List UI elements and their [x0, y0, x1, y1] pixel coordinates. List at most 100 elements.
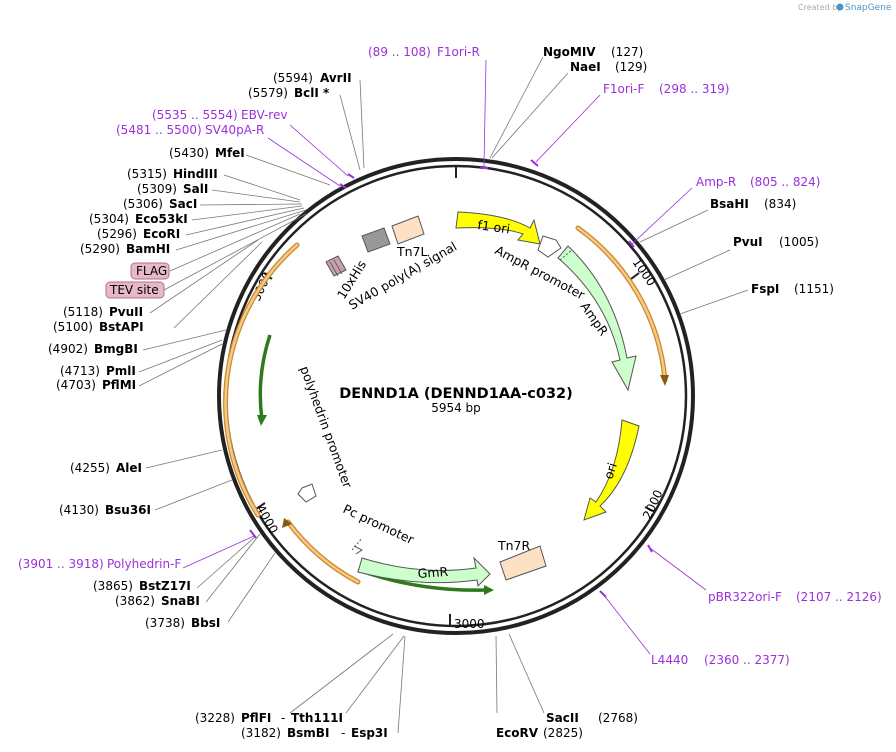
site-pvui-name[interactable]: PvuI [733, 235, 763, 249]
site-sali-name[interactable]: SalI [183, 182, 208, 196]
site-avrii-pos: (5594) [273, 71, 313, 85]
site-bamhi-name[interactable]: BamHI [126, 242, 170, 256]
gmr-label: GmR [417, 564, 449, 581]
polyhedrin-promoter-arrow[interactable] [297, 483, 317, 503]
primer-pbr322ori-f-name[interactable]: pBR322ori-F [708, 590, 782, 604]
site-bsu36i-name[interactable]: Bsu36I [105, 503, 151, 517]
site-snabi-pos: (3862) [115, 594, 155, 608]
primer-l4440-name[interactable]: L4440 [651, 653, 688, 667]
site-alei-pos: (4255) [70, 461, 110, 475]
primer-amp-r-range: (805 .. 824) [750, 175, 820, 189]
primer-pbr322ori-f-range: (2107 .. 2126) [796, 590, 882, 604]
site-alei-name[interactable]: AleI [116, 461, 142, 475]
site-bsahi-pos: (834) [764, 197, 796, 211]
pc-promoter-arrow-icon [353, 545, 363, 555]
primer-f1ori-r-name[interactable]: F1ori-R [437, 45, 480, 59]
site-pflfi-separator: - [281, 711, 285, 725]
primer-leader-lines [182, 59, 707, 655]
site-mfei-name[interactable]: MfeI [215, 146, 245, 160]
site-pflmi-name[interactable]: PflMI [102, 378, 136, 392]
primer-f1ori-f-range: (298 .. 319) [659, 82, 729, 96]
ampr-promoter-arrow[interactable] [537, 235, 562, 258]
site-naei-name[interactable]: NaeI [570, 60, 601, 74]
site-hindiii-pos: (5315) [127, 167, 167, 181]
site-ngomiv-name[interactable]: NgoMIV [543, 45, 596, 59]
site-bstz17i-pos: (3865) [93, 579, 133, 593]
site-bsmbi-name[interactable]: BsmBI [287, 726, 329, 740]
tn7r-label: Tn7R [497, 538, 531, 553]
site-eco53ki-pos: (5304) [89, 212, 129, 226]
his-tag-stripe-1 [329, 261, 339, 277]
site-saci-name[interactable]: SacI [169, 197, 197, 211]
primer-ebv-rev-name[interactable]: EBV-rev [241, 108, 287, 122]
tick-3000: 3000 [454, 617, 485, 631]
site-bstz17i-name[interactable]: BstZ17I [139, 579, 191, 593]
credit-brand: SnapGene [845, 3, 892, 13]
tn7r-box[interactable] [499, 545, 547, 581]
site-esp3i-name[interactable]: Esp3I [351, 726, 388, 740]
leader-lines [138, 56, 749, 734]
sv40-box[interactable] [361, 227, 391, 253]
f1-ori-arrow[interactable] [455, 211, 541, 245]
site-bstapi-name[interactable]: BstAPI [99, 320, 144, 334]
site-sacii-name[interactable]: SacII [546, 711, 579, 725]
primer-sv40pa-r-name[interactable]: SV40pA-R [205, 123, 264, 137]
snapgene-logo-icon [836, 3, 844, 11]
site-hindiii-name[interactable]: HindIII [173, 167, 218, 181]
pc-promoter-marker [351, 537, 363, 551]
site-eco53ki-name[interactable]: Eco53kI [135, 212, 188, 226]
site-ecorv-pos: (2825) [543, 726, 583, 740]
site-tth111i-name[interactable]: Tth111I [291, 711, 343, 725]
site-pmli-name[interactable]: PmlI [106, 364, 136, 378]
site-ecorv-name[interactable]: EcoRV [496, 726, 539, 740]
primer-polyhedrin-f-name[interactable]: Polyhedrin-F [107, 557, 181, 571]
site-mfei-pos: (5430) [169, 146, 209, 160]
ori-label: ori [601, 461, 620, 481]
site-bcli-name[interactable]: BclI * [294, 86, 330, 100]
site-snabi-name[interactable]: SnaBI [161, 594, 200, 608]
site-avrii-name[interactable]: AvrII [320, 71, 352, 85]
ampr-arrow[interactable] [557, 245, 637, 392]
green-arc-left [258, 334, 272, 421]
polyhedrin-promoter-label: polyhedrin promoter [297, 364, 355, 491]
his-tag-stripe-2 [333, 259, 343, 275]
site-bmgbi-pos: (4902) [48, 342, 88, 356]
primer-f1ori-f-name[interactable]: F1ori-F [603, 82, 644, 96]
site-pvui-pos: (1005) [779, 235, 819, 249]
f1-ori-label: f1 ori [477, 217, 511, 236]
pc-promoter-label: Pc promoter [341, 501, 417, 547]
gmr-arrow[interactable] [357, 556, 491, 588]
site-pvuii-name[interactable]: PvuII [109, 305, 143, 319]
primer-polyhedrin-f-range: (3901 .. 3918) [18, 557, 104, 571]
flag-tag-badge[interactable] [130, 262, 170, 280]
ori-arrow[interactable] [583, 419, 640, 521]
site-bbsi-name[interactable]: BbsI [191, 616, 220, 630]
site-ngomiv-pos: (127) [611, 45, 643, 59]
map-title: DENND1A (DENND1AA-c032) [339, 386, 573, 402]
site-bcli-pos: (5579) [248, 86, 288, 100]
primer-amp-r-name[interactable]: Amp-R [696, 175, 736, 189]
primer-sv40pa-r-range: (5481 .. 5500) [116, 123, 202, 137]
site-naei-pos: (129) [615, 60, 647, 74]
orange-arrowhead-1-icon [660, 375, 669, 386]
site-bmgbi-name[interactable]: BmgBI [94, 342, 138, 356]
orange-arrowhead-2-icon [282, 518, 292, 528]
tn7l-label: Tn7L [396, 244, 428, 259]
site-pflmi-pos: (4703) [56, 378, 96, 392]
tn7l-box[interactable] [391, 215, 425, 245]
tick-marks [255, 166, 656, 626]
his-tag-box[interactable] [325, 255, 347, 277]
site-bsahi-name[interactable]: BsaHI [710, 197, 749, 211]
site-bsmbi-pos: (3182) [241, 726, 281, 740]
site-ecori-pos: (5296) [97, 227, 137, 241]
site-ecori-name[interactable]: EcoRI [143, 227, 180, 241]
map-length: 5954 bp [431, 401, 481, 415]
site-pflfi-pos: (3228) [195, 711, 235, 725]
site-pflfi-name[interactable]: PflFI [241, 711, 271, 725]
site-bsu36i-pos: (4130) [59, 503, 99, 517]
site-fspi-pos: (1151) [794, 282, 834, 296]
primer-ebv-rev-range: (5535 .. 5554) [152, 108, 238, 122]
site-fspi-name[interactable]: FspI [751, 282, 779, 296]
primer-l4440-range: (2360 .. 2377) [704, 653, 790, 667]
